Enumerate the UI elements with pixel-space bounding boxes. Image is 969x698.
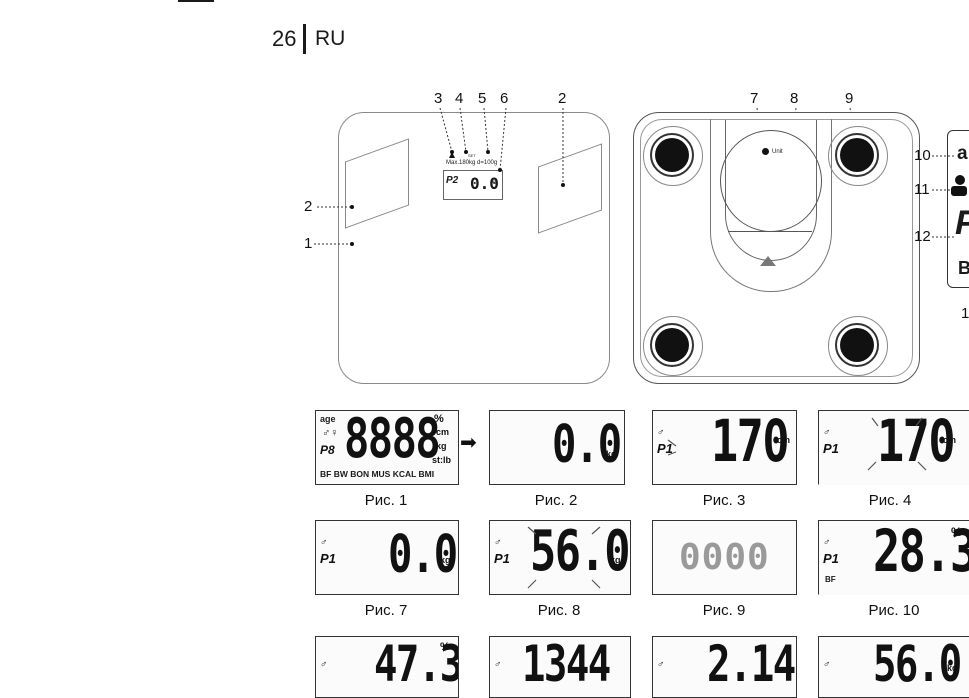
fig8-profile: P1 [494, 551, 510, 566]
callout-5: 5 [478, 90, 487, 107]
fig2-caption: Рис. 2 [534, 492, 578, 509]
fig10-unit: % [951, 525, 962, 539]
side-age-text: a [957, 143, 968, 164]
back-foot-bottom-right [828, 316, 888, 376]
fig1-caption: Рис. 1 [364, 492, 408, 509]
fig4-person-icon: ♂ [823, 427, 831, 438]
back-foot-top-right [828, 126, 888, 186]
fig1-profile: P8 [320, 443, 335, 457]
callout-12: 12 [914, 228, 931, 245]
callout-1: 1 [304, 235, 313, 252]
fig14-unit: kg [947, 663, 958, 673]
fig8-display: ♂ P1 56.0 kg [489, 520, 631, 595]
fig7-display: ♂ P1 0.0 kg [315, 520, 459, 595]
callout-4: 4 [455, 90, 464, 107]
fig8-digits: 56.0 [530, 520, 630, 584]
side-display [947, 130, 969, 288]
top-rule [178, 0, 214, 2]
fig2-unit: kg [606, 449, 617, 459]
back-foot-top-left [643, 126, 703, 186]
fig10-display: ♂ P1 BF 28.3 % [818, 520, 969, 595]
fig1-display: age ♂♀ P8 8888 % cm kg st:lb BF BW BON M… [315, 410, 459, 485]
fig8-unit: kg [610, 555, 621, 565]
fig7-digits: 0.0 [388, 525, 458, 585]
fig7-unit: kg [440, 555, 451, 565]
fig9-caption: Рис. 9 [702, 602, 746, 619]
fig9-digits: 0000 [679, 537, 770, 578]
page-separator [303, 24, 306, 54]
arrow-right-icon: ➡ [460, 432, 477, 454]
callout-7: 7 [750, 90, 759, 107]
battery-housing [710, 119, 832, 292]
fig3-person-icon: ♂ [657, 427, 665, 438]
unit-button-icon [762, 148, 769, 155]
set-text: SET [468, 153, 476, 158]
back-foot-bottom-left [643, 316, 703, 376]
spec-text: Max.180kg d=100g [446, 160, 498, 166]
fig7-caption: Рис. 7 [364, 602, 408, 619]
callout-3: 3 [434, 90, 443, 107]
callout-13: 1 [961, 305, 969, 322]
fig14-person-icon: ♂ [823, 659, 831, 670]
fig10-sublabel: BF [825, 575, 836, 584]
mini-unit: kg [492, 179, 498, 185]
fig1-unit-kg: kg [436, 441, 447, 451]
fig1-age-label: age [320, 414, 336, 424]
battery-cover-divider [728, 231, 812, 232]
fig2-digits: 0.0 [552, 415, 622, 475]
callout-9: 9 [845, 90, 854, 107]
callout-2-right: 2 [558, 90, 567, 107]
fig11-person-icon: ♂ [320, 659, 328, 670]
fig7-profile: P1 [320, 551, 336, 566]
person-icon [955, 175, 965, 185]
fig11-unit: % [440, 641, 450, 653]
fig1-unit-stlb: st:lb [432, 455, 451, 465]
fig10-caption: Рис. 10 [868, 602, 920, 619]
fig4-display: ♂ P1 170 cm [818, 410, 969, 485]
callout-8: 8 [790, 90, 799, 107]
side-p-text: P [955, 204, 969, 243]
battery-lift-icon [760, 256, 776, 266]
fig10-person-icon: ♂ [823, 537, 831, 548]
fig2-display: 0.0 kg [489, 410, 625, 485]
fig4-profile: P1 [823, 441, 839, 456]
flash-marks [527, 417, 927, 589]
language-label: RU [315, 27, 346, 50]
callout-11: 11 [914, 181, 930, 198]
mini-profile: P2 [446, 175, 459, 186]
fig7-person-icon: ♂ [320, 537, 328, 548]
fig1-digits: 8888 [344, 410, 441, 470]
fig3-caption: Рис. 3 [702, 492, 746, 509]
fig8-person-icon: ♂ [494, 537, 502, 548]
fig3-profile: P1 [657, 441, 673, 456]
fig1-bottom-row: BF BW BON MUS KCAL BMI [320, 469, 435, 479]
side-b-text: B [958, 258, 969, 278]
mini-digits: 0.0 [470, 174, 499, 193]
callout-2-left: 2 [304, 198, 313, 215]
fig10-digits: 28.3 [873, 520, 969, 585]
fig9-display: 0000 [652, 520, 797, 595]
fig8-caption: Рис. 8 [537, 602, 581, 619]
fig1-person-icon: ♂♀ [322, 427, 339, 439]
fig3-display: ♂ P1 170 cm [652, 410, 797, 485]
fig1-unit-cm: cm [436, 427, 450, 437]
front-mini-display: P2 0.0 kg [443, 170, 503, 200]
fig4-digits: 170 [877, 410, 956, 475]
fig12-person-icon: ♂ [494, 659, 502, 670]
fig3-unit: cm [777, 435, 791, 445]
unit-label: Unit [772, 149, 783, 155]
callout-10: 10 [914, 147, 931, 164]
page-number: 26 [272, 26, 297, 51]
callout-6: 6 [500, 90, 509, 107]
person-body-icon [951, 186, 967, 196]
fig3-digits: 170 [711, 410, 790, 475]
fig1-unit-percent: % [434, 413, 444, 425]
fig4-unit: cm [943, 435, 957, 445]
fig10-profile: P1 [823, 551, 839, 566]
fig13-person-icon: ♂ [657, 659, 665, 670]
fig4-caption: Рис. 4 [868, 492, 912, 509]
